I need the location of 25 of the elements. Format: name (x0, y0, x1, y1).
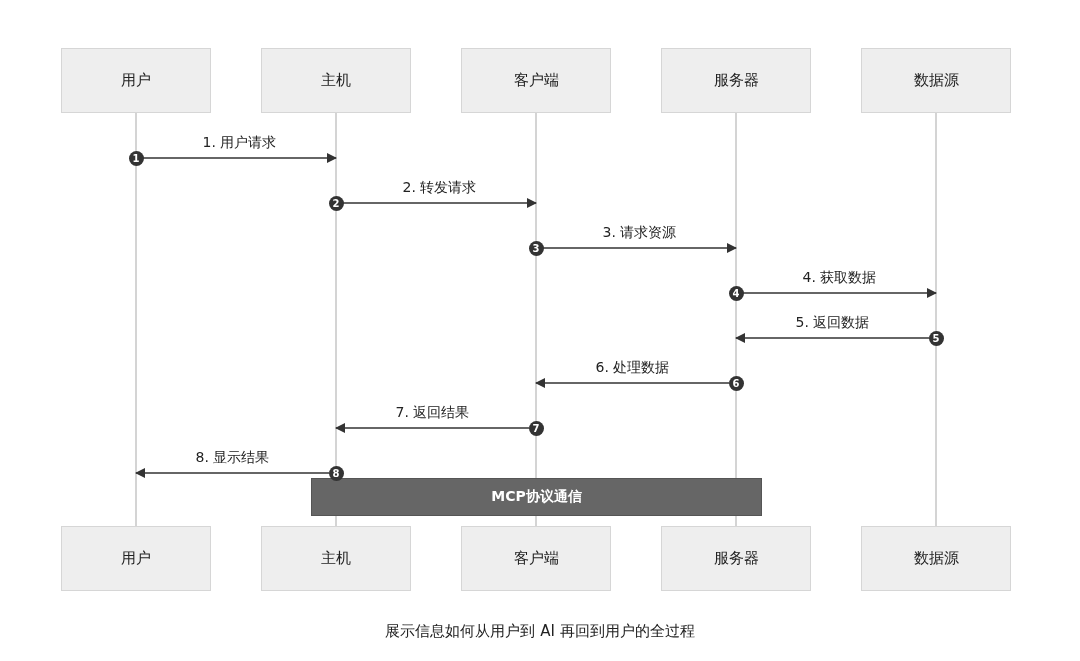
participant-box: 主机 (261, 48, 411, 113)
lifeline (935, 113, 937, 526)
callout-number: 8 (328, 465, 344, 481)
lifeline (335, 113, 337, 526)
lifeline (735, 113, 737, 526)
participant-box: 数据源 (861, 48, 1011, 113)
caption: 展示信息如何从用户到 AI 再回到用户的全过程 (384, 622, 696, 641)
callout-number: 4 (728, 285, 744, 301)
callout-number: 1 (128, 150, 144, 166)
callout-number: 5 (928, 330, 944, 346)
participant-box: 用户 (61, 526, 211, 591)
callout-number: 6 (728, 375, 744, 391)
participant-box: 客户端 (461, 526, 611, 591)
participant-box: 用户 (61, 48, 211, 113)
participant-box: 服务器 (661, 526, 811, 591)
participant-box: 服务器 (661, 48, 811, 113)
lifeline (535, 113, 537, 526)
callout-number: 7 (528, 420, 544, 436)
callout-number: 3 (528, 240, 544, 256)
protocol-bar: MCP协议通信 (311, 478, 762, 516)
callout-number: 2 (328, 195, 344, 211)
participant-box: 数据源 (861, 526, 1011, 591)
participant-box: 客户端 (461, 48, 611, 113)
participant-box: 主机 (261, 526, 411, 591)
lifeline (135, 113, 137, 526)
